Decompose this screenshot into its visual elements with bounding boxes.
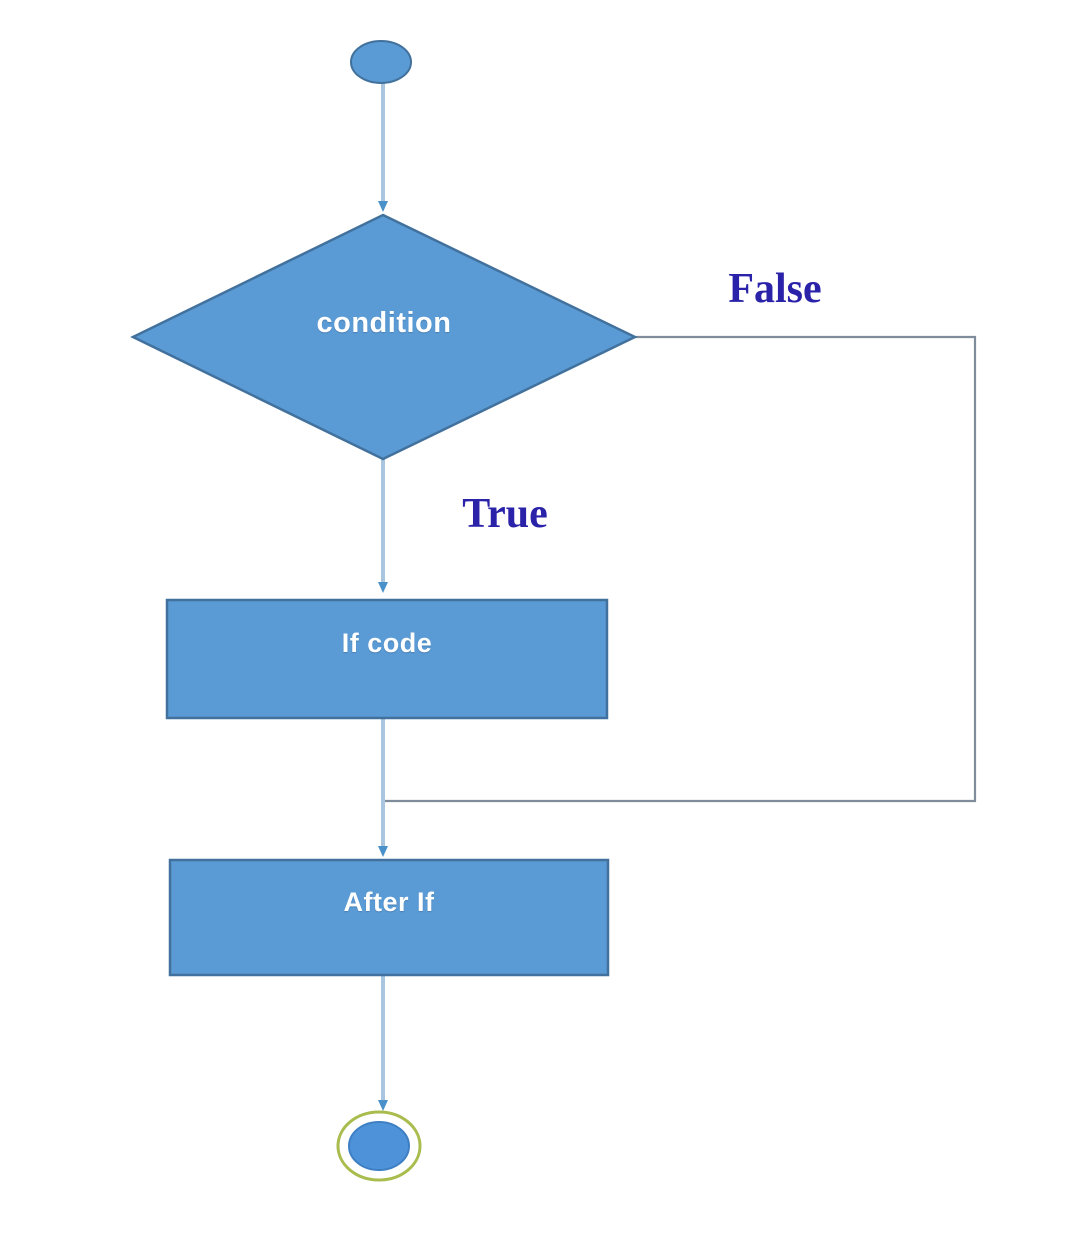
start-node[interactable]	[350, 40, 412, 84]
end-node[interactable]	[336, 1110, 422, 1182]
decision-node[interactable]	[130, 213, 638, 461]
if-code-node[interactable]	[165, 598, 609, 720]
edge-decision-false	[384, 335, 977, 803]
after-if-node[interactable]	[168, 858, 610, 977]
